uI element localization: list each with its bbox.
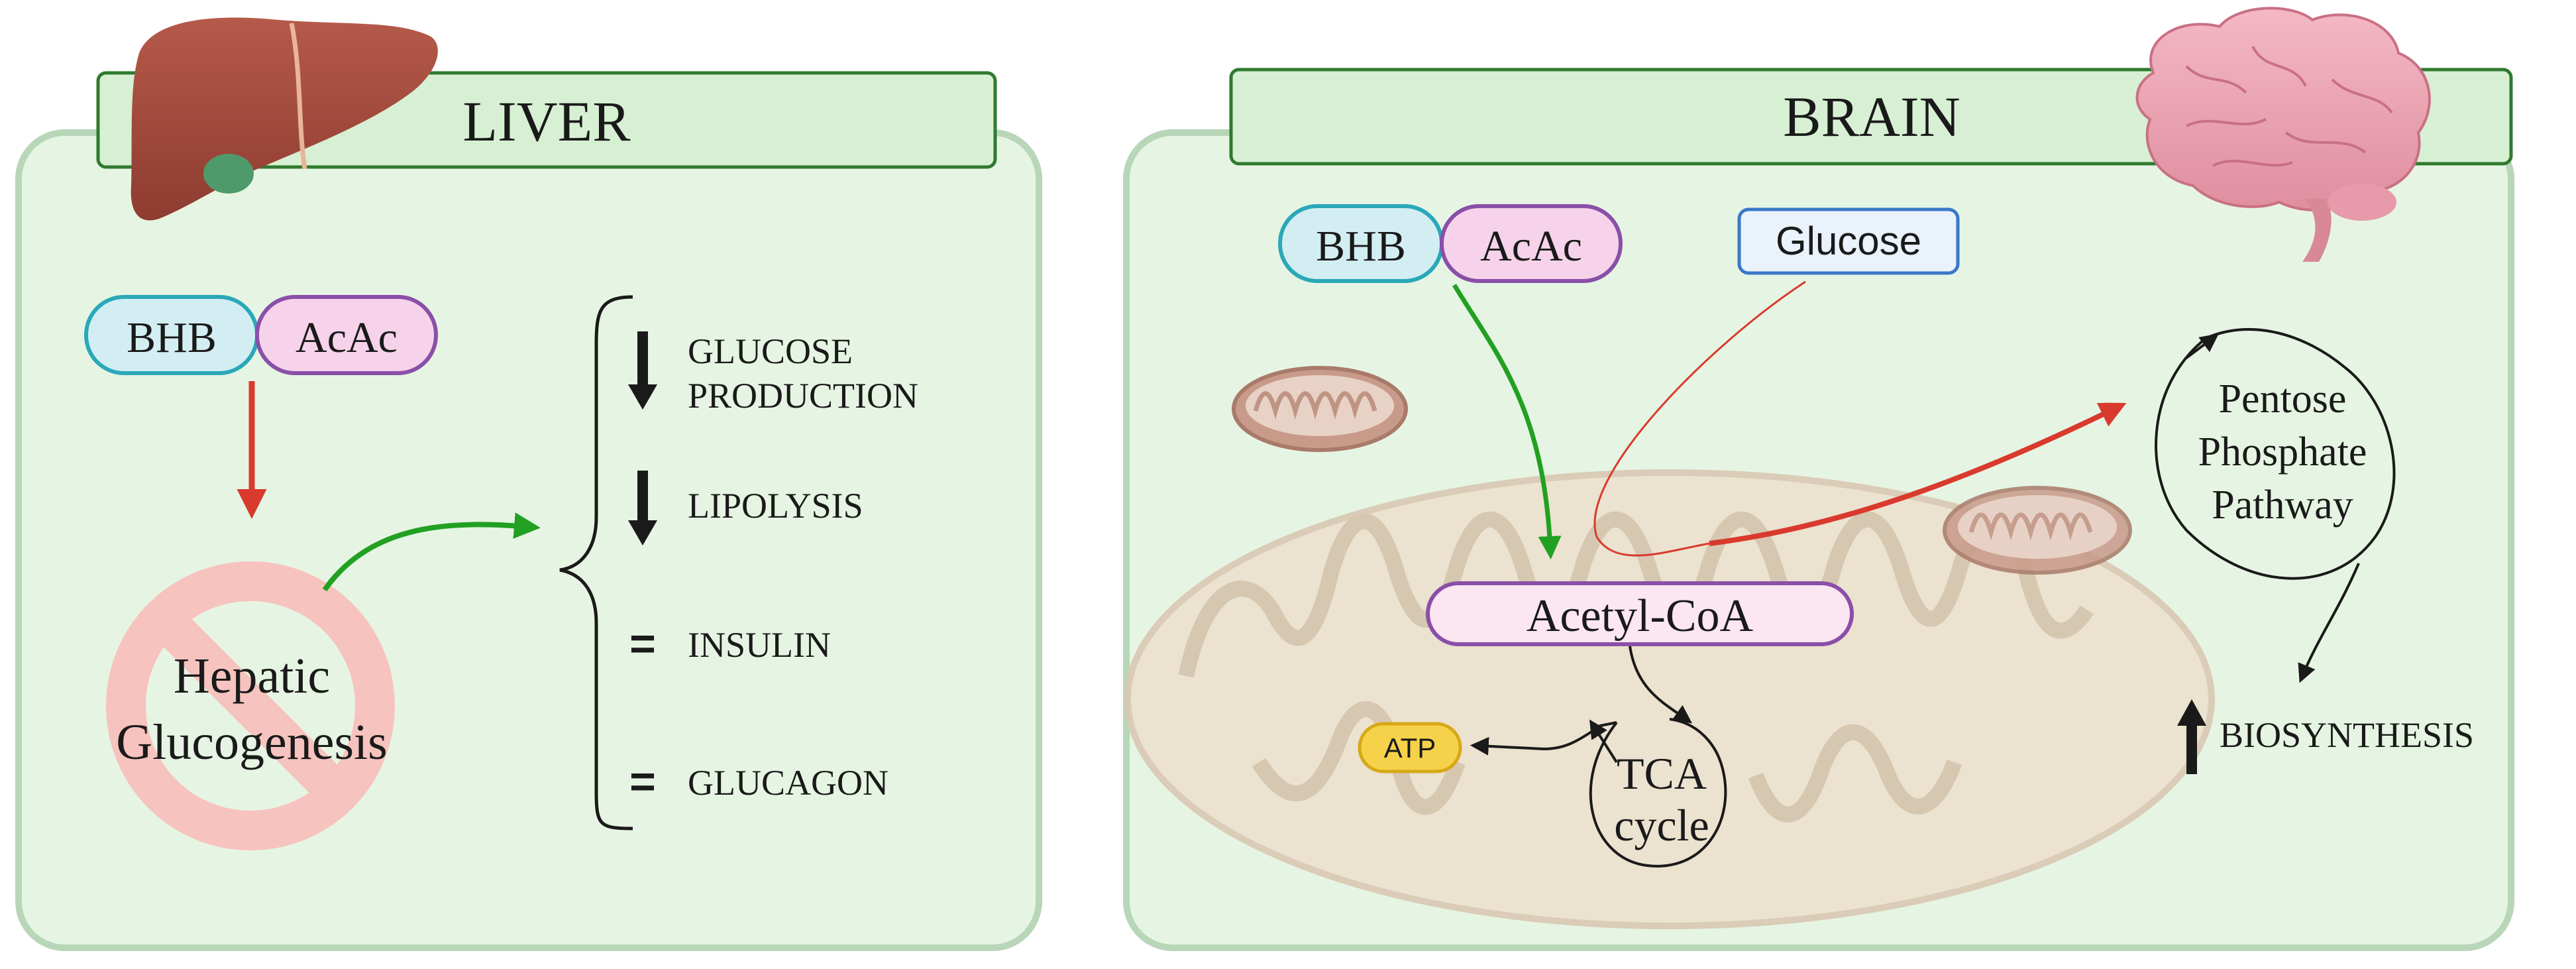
liver-bhb-pill: BHB — [84, 295, 259, 375]
brain-panel: BRAIN BHB — [1123, 7, 2514, 951]
pathway-label: Pathway — [2212, 483, 2353, 528]
liver-green-arrow — [322, 512, 541, 592]
effect-label: LIPOLYSIS — [688, 486, 863, 526]
mitochondrion-large — [1124, 469, 2215, 929]
acetyl-coa-box: Acetyl-CoA — [1426, 581, 1854, 646]
brain-bhb-label: BHB — [1316, 222, 1406, 270]
phosphate-label: Phosphate — [2198, 429, 2367, 475]
liver-title: LIVER — [462, 89, 631, 153]
ppp-to-biosynthesis-arrow — [2298, 563, 2360, 683]
glucose-box: Glucose — [1737, 207, 1960, 275]
effect-label: INSULIN — [688, 625, 831, 665]
curly-brace — [559, 295, 633, 830]
brain-title: BRAIN — [1783, 85, 1960, 148]
acetyl-coa-label: Acetyl-CoA — [1527, 591, 1754, 642]
biosynthesis-label: BIOSYNTHESIS — [2220, 715, 2474, 755]
liver-acac-pill: AcAc — [255, 295, 438, 375]
liver-acac-label: AcAc — [295, 314, 398, 362]
liver-panel: LIVER BHB AcAc Hepatic Glucogenesis — [15, 17, 1042, 951]
prohibited-icon — [106, 561, 395, 850]
brain-acac-label: AcAc — [1480, 222, 1582, 270]
glucogenesis-label: Glucogenesis — [116, 714, 387, 770]
atp-pill: ATP — [1358, 722, 1462, 773]
mitochondrion-small-right — [1943, 486, 2132, 575]
brain-green-arrow — [1452, 284, 1562, 559]
brain-bhb-pill: BHB — [1278, 204, 1444, 283]
acetyl-to-tca-arrow — [1629, 646, 1693, 724]
effect-label: GLUCOSE — [688, 331, 853, 371]
effect-label: PRODUCTION — [688, 376, 918, 416]
equals-icon: = — [629, 756, 656, 807]
brain-acac-pill: AcAc — [1440, 204, 1623, 283]
ppp-red-arrow — [1709, 402, 2127, 546]
equals-icon: = — [629, 618, 656, 669]
tca-cycle: TCA cycle — [1470, 718, 1727, 868]
effect-label: GLUCAGON — [688, 763, 888, 803]
tca-label: TCA — [1617, 748, 1707, 799]
hepatic-label: Hepatic — [174, 648, 330, 704]
cycle-label: cycle — [1614, 800, 1709, 850]
liver-icon — [131, 17, 438, 221]
biosynthesis-item: BIOSYNTHESIS — [2177, 699, 2474, 774]
liver-bhb-label: BHB — [127, 314, 217, 362]
glucose-red-line — [1593, 280, 1806, 557]
effect-lipolysis: LIPOLYSIS — [628, 471, 863, 545]
atp-label: ATP — [1384, 732, 1436, 764]
mitochondrion-small-left — [1232, 366, 1408, 452]
brain-icon — [2135, 7, 2431, 262]
glucose-label: Glucose — [1776, 219, 1921, 263]
effect-glucagon: = GLUCAGON — [629, 756, 888, 807]
effect-insulin: = INSULIN — [629, 618, 831, 669]
ppp-cycle: Pentose Phosphate Pathway — [2155, 328, 2396, 683]
effect-glucose-production: GLUCOSE PRODUCTION — [628, 331, 918, 416]
pentose-label: Pentose — [2219, 376, 2347, 422]
